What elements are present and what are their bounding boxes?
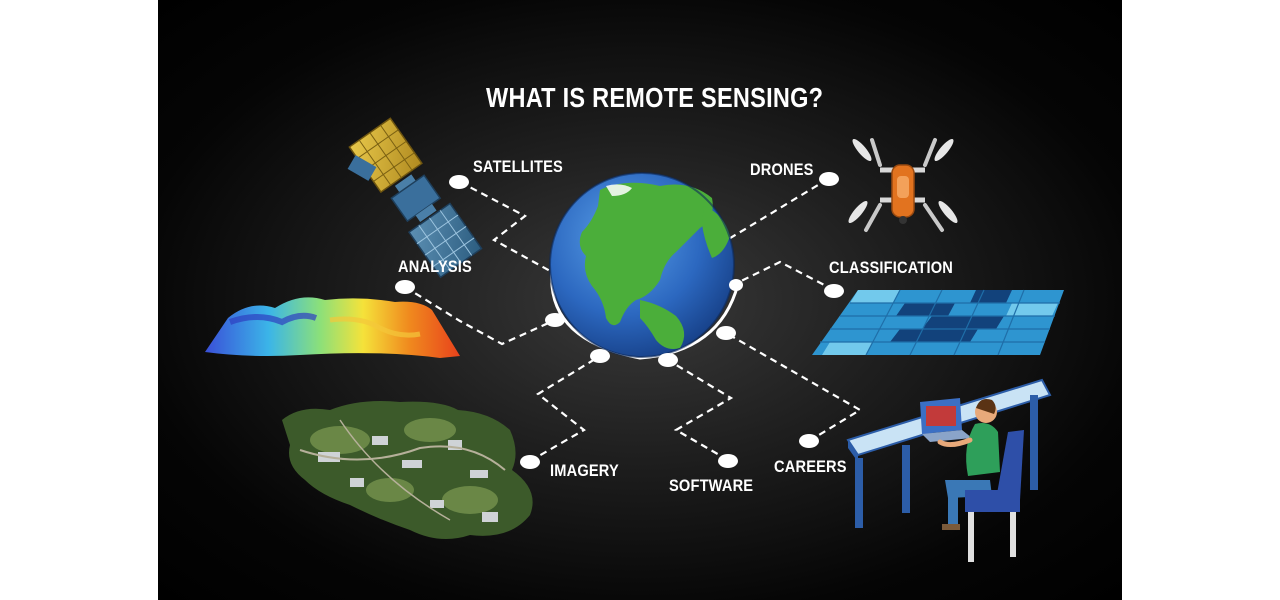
node-drones bbox=[819, 172, 839, 186]
label-analysis: ANALYSIS bbox=[398, 257, 472, 276]
diagram-panel: WHAT IS REMOTE SENSING? SATELLITES DRONE… bbox=[158, 0, 1122, 600]
label-imagery: IMAGERY bbox=[550, 461, 619, 480]
heatmap-terrain-icon bbox=[205, 297, 460, 358]
node-satellites bbox=[449, 175, 469, 189]
label-satellites: SATELLITES bbox=[473, 157, 563, 176]
connector-satellites bbox=[459, 181, 553, 273]
connector-classification bbox=[734, 260, 835, 291]
connector-nodes bbox=[395, 172, 844, 469]
node-software bbox=[718, 454, 738, 468]
ring-node-1 bbox=[545, 313, 565, 327]
ring-node-4 bbox=[716, 326, 736, 340]
label-classification: CLASSIFICATION bbox=[829, 258, 953, 277]
diagram-graphics bbox=[205, 117, 1064, 562]
person-at-desk-icon bbox=[846, 378, 1052, 562]
drone-icon bbox=[848, 138, 958, 232]
node-imagery bbox=[520, 455, 540, 469]
connector-analysis bbox=[404, 286, 556, 346]
label-drones: DRONES bbox=[750, 160, 814, 179]
connector-drones bbox=[726, 178, 829, 241]
label-careers: CAREERS bbox=[774, 457, 847, 476]
connector-imagery bbox=[529, 355, 601, 462]
ring-node-5 bbox=[729, 279, 743, 291]
globe-icon bbox=[549, 172, 735, 358]
connector-careers bbox=[725, 332, 863, 442]
classification-grid-icon bbox=[812, 289, 1064, 356]
node-analysis bbox=[395, 280, 415, 294]
satellite-icon bbox=[347, 117, 483, 279]
aerial-map-icon bbox=[282, 401, 533, 539]
node-careers bbox=[799, 434, 819, 448]
connector-software bbox=[667, 359, 734, 461]
label-software: SOFTWARE bbox=[669, 476, 754, 495]
globe-ring bbox=[550, 271, 740, 360]
ring-node-3 bbox=[658, 353, 678, 367]
connector-lines bbox=[404, 178, 863, 462]
ring-node-2 bbox=[590, 349, 610, 363]
node-classification bbox=[824, 284, 844, 298]
page-title: WHAT IS REMOTE SENSING? bbox=[486, 82, 824, 113]
